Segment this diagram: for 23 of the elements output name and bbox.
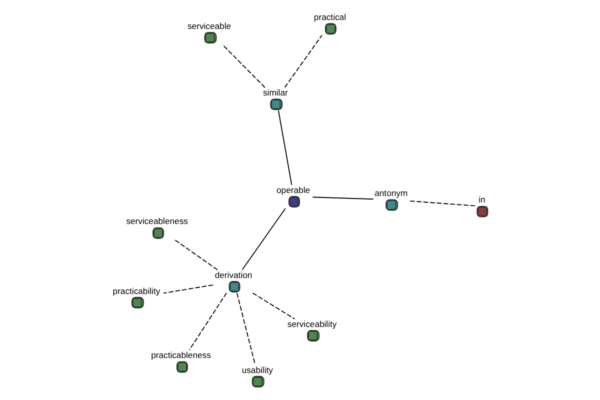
connector [312,196,374,200]
node-label: serviceability [287,318,337,329]
connector [188,292,227,350]
connector [174,238,218,270]
connector [410,200,476,206]
node-label: antonym [374,188,408,198]
connector [252,292,296,320]
node-label: serviceable [187,20,232,31]
connector [242,208,286,270]
node-label: in [478,194,486,205]
connector [284,34,322,88]
node-label: usability [242,364,273,375]
node-label: serviceableness [126,216,188,226]
node-label: practicableness [151,350,211,360]
connector [222,44,266,88]
node-label: practicability [112,286,160,296]
node-label: practical [314,12,346,22]
node-label: derivation [214,270,252,280]
node-label: similar [262,87,288,98]
connector [278,110,292,186]
connector [163,284,214,294]
node-label: operable [276,184,310,195]
connector [236,292,256,366]
